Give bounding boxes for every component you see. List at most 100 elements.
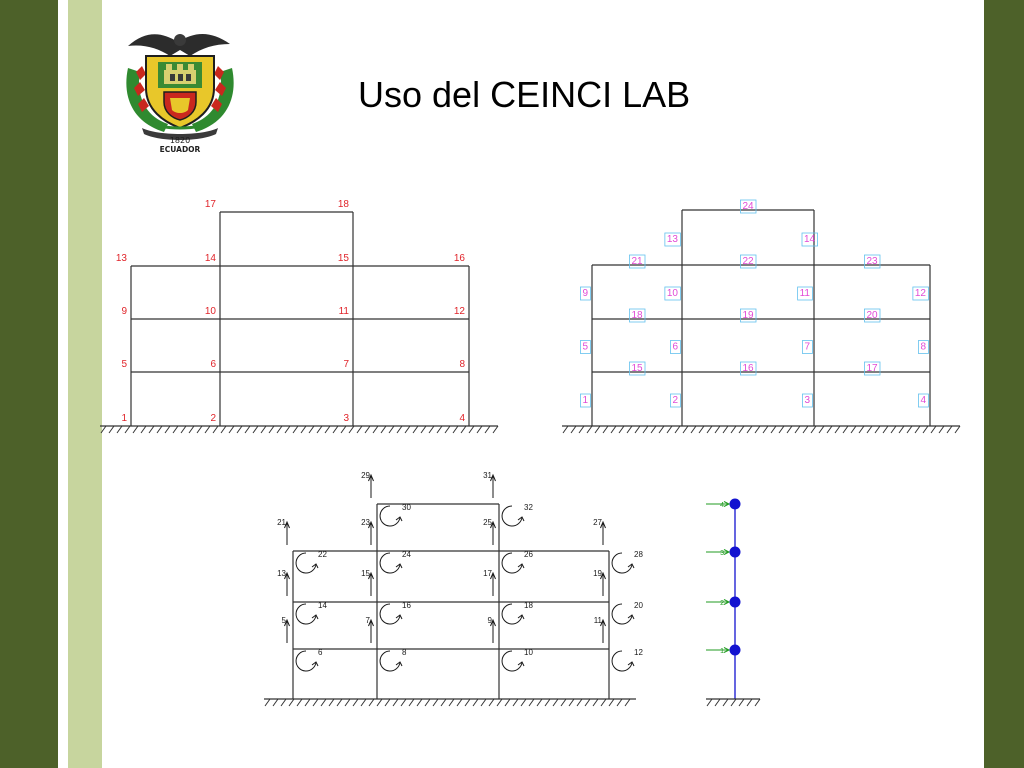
node-label-12: 12 <box>454 306 466 317</box>
ground-hatch <box>404 425 411 434</box>
node-label-2: 2 <box>210 413 216 424</box>
ground-hatch <box>650 425 657 434</box>
rotation-dof-arrow <box>501 552 523 574</box>
ground-hatch <box>730 425 737 434</box>
ground-hatch <box>300 425 307 434</box>
element-label-22: 22 <box>740 254 757 269</box>
rotation-dof-arrow <box>379 552 401 574</box>
ground-hatch <box>292 425 299 434</box>
lateral-dof-arrowhead <box>723 549 731 555</box>
frame-degrees-of-freedom-drawing: 5678910111213141516171819202122232425262… <box>264 471 643 707</box>
ground-hatch <box>866 425 873 434</box>
emblem-country: ECUADOR <box>160 145 201 154</box>
rotation-dof-arrowhead <box>395 614 403 620</box>
lateral-dof-arrowhead <box>723 599 731 605</box>
ground-hatch <box>148 425 155 434</box>
dof-label-8: 8 <box>402 648 407 657</box>
element-label-box <box>740 361 757 376</box>
ground-hatch <box>592 698 599 707</box>
lateral-dof-arrowhead <box>723 647 731 653</box>
dof-label-25: 25 <box>483 518 492 527</box>
ground-hatch <box>308 425 315 434</box>
element-label-19: 19 <box>740 308 757 323</box>
ground-hatch <box>938 425 945 434</box>
rotation-dof-arrowhead <box>517 614 525 620</box>
vertical-dof-arrowhead <box>368 473 374 482</box>
vertical-dof-arrowhead <box>284 520 290 529</box>
ground-hatch <box>460 425 467 434</box>
rotation-dof-arrowhead <box>311 614 319 620</box>
element-label-box <box>802 340 813 354</box>
ground-hatch <box>396 425 403 434</box>
dof-label-29: 29 <box>361 471 370 480</box>
element-label-6: 6 <box>670 340 681 354</box>
node-label-3: 3 <box>343 413 349 424</box>
lumped-mass-node <box>729 644 741 656</box>
element-label-17: 17 <box>864 361 881 376</box>
ground-hatch <box>496 698 503 707</box>
ground-hatch <box>618 425 625 434</box>
dof-label-10: 10 <box>524 648 533 657</box>
lateral-dof-label-4: 4 <box>720 502 724 509</box>
element-label-text: 21 <box>631 256 643 267</box>
dof-label-23: 23 <box>361 518 370 527</box>
ground-hatch <box>568 698 575 707</box>
ground-hatch <box>196 425 203 434</box>
ground-hatch <box>842 425 849 434</box>
ground-hatch <box>666 425 673 434</box>
rotation-dof-arrowhead <box>627 563 635 569</box>
ground-hatch <box>116 425 123 434</box>
node-label-15: 15 <box>338 253 350 264</box>
element-label-text: 23 <box>866 256 878 267</box>
ground-hatch <box>706 425 713 434</box>
element-label-box <box>629 308 646 323</box>
ground-hatch <box>794 425 801 434</box>
ground-hatch <box>786 425 793 434</box>
ground-hatch <box>156 425 163 434</box>
element-label-8: 8 <box>918 340 929 354</box>
ground-hatch <box>576 698 583 707</box>
ground-hatch <box>428 425 435 434</box>
ground-hatch <box>562 425 569 434</box>
ground-hatch <box>834 425 841 434</box>
ground-hatch <box>658 425 665 434</box>
element-label-7: 7 <box>802 340 813 354</box>
ground-hatch <box>730 698 737 707</box>
ground-hatch <box>384 698 391 707</box>
ground-hatch <box>324 425 331 434</box>
vertical-dof-arrowhead <box>368 618 374 627</box>
rotation-dof-arrow <box>501 603 523 625</box>
ground-hatch <box>882 425 889 434</box>
lateral-dof-arrowhead <box>723 501 731 507</box>
ground-hatch <box>172 425 179 434</box>
ground-hatch <box>914 425 921 434</box>
dof-label-14: 14 <box>318 601 327 610</box>
element-label-text: 13 <box>667 234 679 245</box>
element-label-3: 3 <box>802 393 813 408</box>
ground-hatch <box>714 425 721 434</box>
dof-label-28: 28 <box>634 550 643 559</box>
vertical-dof-arrowhead <box>490 520 496 529</box>
vertical-dof-arrowhead <box>490 571 496 580</box>
ground-hatch <box>280 698 287 707</box>
ground-hatch <box>376 698 383 707</box>
right-white-stripe <box>974 0 984 768</box>
left-white-stripe <box>58 0 68 768</box>
element-label-16: 16 <box>740 361 757 376</box>
ground-hatch <box>484 425 491 434</box>
element-label-5: 5 <box>580 340 591 354</box>
ground-hatch <box>140 425 147 434</box>
vertical-dof-arrowhead <box>600 571 606 580</box>
node-label-11: 11 <box>339 306 350 317</box>
rotation-dof-arrow <box>611 552 633 574</box>
ground-hatch <box>738 698 745 707</box>
element-label-box <box>664 286 681 301</box>
left-light-band <box>68 0 102 768</box>
rotation-dof-arrow <box>501 505 523 527</box>
dof-label-17: 17 <box>483 569 492 578</box>
node-label-7: 7 <box>343 359 349 370</box>
vertical-dof-arrowhead <box>490 618 496 627</box>
ground-hatch <box>456 698 463 707</box>
